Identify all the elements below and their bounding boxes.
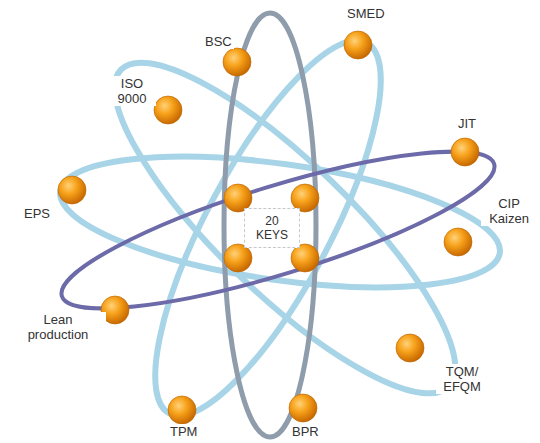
technique-label: ISO 9000 [108, 76, 156, 106]
technique-label: BSC [203, 34, 234, 49]
technique-label: JIT [456, 116, 478, 131]
technique-label: SMED [345, 6, 387, 21]
technique-label: TPM [168, 424, 199, 439]
keys-box: 20 KEYS [244, 208, 300, 248]
center-label: 20 KEYS [252, 214, 292, 242]
technique-label: CIP Kaizen [481, 196, 537, 226]
technique-label: TQM/ EFQM [436, 364, 488, 394]
technique-label: Lean production [10, 312, 106, 342]
technique-label: BPR [290, 424, 321, 439]
technique-label: EPS [22, 206, 52, 221]
